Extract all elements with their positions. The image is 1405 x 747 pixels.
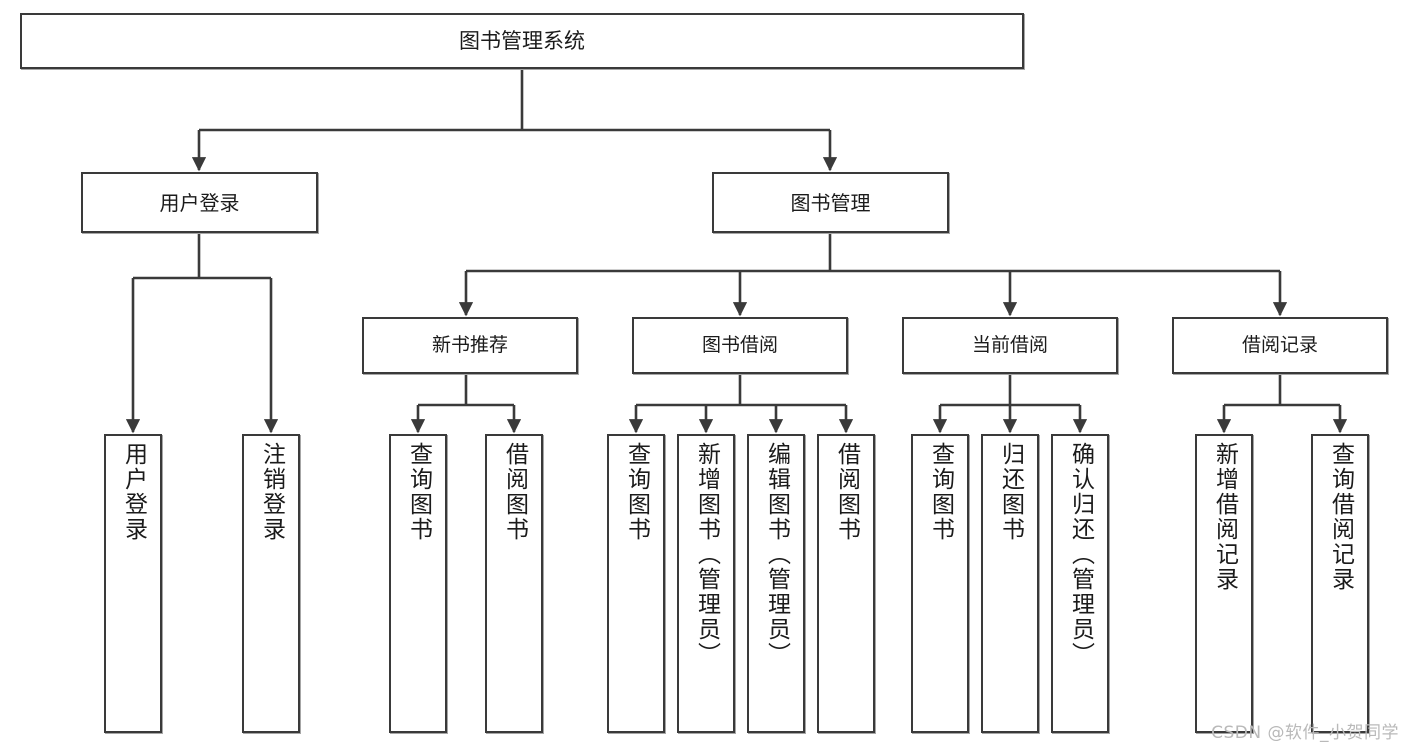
leaf-current-borrow-return-book[interactable]: 归还图书: [981, 434, 1039, 733]
leaf-borrow-records-query-record[interactable]: 查询借阅记录: [1311, 434, 1369, 733]
leaf-book-borrow-query-book[interactable]: 查询图书: [607, 434, 665, 733]
leaf-borrow-records-add-record[interactable]: 新增借阅记录: [1195, 434, 1253, 733]
node-label: 图书管理: [790, 190, 871, 215]
leaf-book-borrow-add-book-admin[interactable]: 新增图书（管理员）: [677, 434, 735, 733]
node-label: 归还图书: [997, 442, 1024, 542]
node-new-book-recommend[interactable]: 新书推荐: [362, 317, 578, 374]
node-current-borrow[interactable]: 当前借阅: [902, 317, 1118, 374]
node-label: 借阅记录: [1241, 334, 1318, 356]
node-label: 新书推荐: [431, 334, 508, 356]
leaf-new-book-query-book[interactable]: 查询图书: [389, 434, 447, 733]
node-label: 当前借阅: [971, 334, 1048, 356]
node-label: 确认归还（管理员）: [1067, 442, 1094, 667]
node-label: 新增图书（管理员）: [693, 442, 720, 667]
leaf-current-borrow-query-book[interactable]: 查询图书: [911, 434, 969, 733]
node-label: 查询图书: [623, 442, 650, 542]
node-label: 查询图书: [405, 442, 432, 542]
node-label: 新增借阅记录: [1211, 442, 1238, 592]
node-label: 借阅图书: [501, 442, 528, 542]
node-user-login[interactable]: 用户登录: [81, 172, 318, 233]
leaf-current-borrow-confirm-return-admin[interactable]: 确认归还（管理员）: [1051, 434, 1109, 733]
node-label: 用户登录: [120, 442, 147, 542]
leaf-user-login-logout[interactable]: 注销登录: [242, 434, 300, 733]
leaf-book-borrow-borrow-book[interactable]: 借阅图书: [817, 434, 875, 733]
node-root-book-management-system[interactable]: 图书管理系统: [20, 13, 1024, 69]
node-borrow-records[interactable]: 借阅记录: [1172, 317, 1388, 374]
leaf-user-login-login[interactable]: 用户登录: [104, 434, 162, 733]
node-label: 注销登录: [258, 442, 285, 542]
node-label: 编辑图书（管理员）: [763, 442, 790, 667]
node-label: 图书借阅: [701, 334, 778, 356]
node-label: 查询图书: [927, 442, 954, 542]
leaf-new-book-borrow-book[interactable]: 借阅图书: [485, 434, 543, 733]
node-book-management[interactable]: 图书管理: [712, 172, 949, 233]
node-label: 查询借阅记录: [1327, 442, 1354, 592]
node-label: 图书管理系统: [459, 28, 585, 53]
node-label: 用户登录: [159, 190, 240, 215]
leaf-book-borrow-edit-book-admin[interactable]: 编辑图书（管理员）: [747, 434, 805, 733]
node-label: 借阅图书: [833, 442, 860, 542]
node-book-borrow[interactable]: 图书借阅: [632, 317, 848, 374]
